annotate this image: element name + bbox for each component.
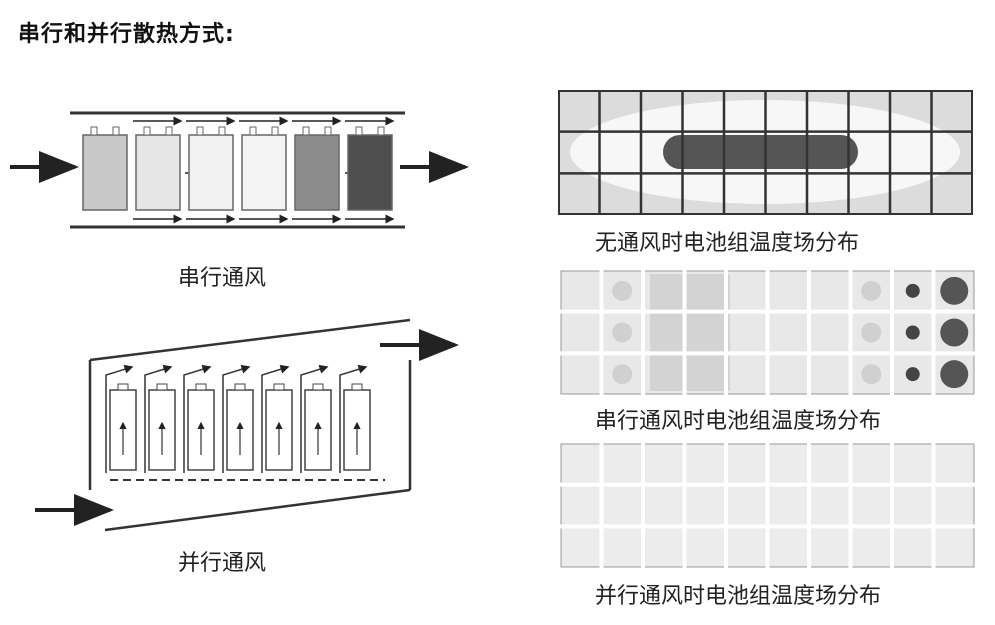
hot-spot <box>940 318 969 347</box>
series-ventilation-caption: 串行通风 <box>178 266 267 291</box>
airflow-path <box>339 364 368 473</box>
hot-spot <box>861 364 882 385</box>
cell-terminal <box>234 383 246 391</box>
page-title: 串行和并行散热方式: <box>18 22 235 47</box>
hot-spot <box>905 325 920 340</box>
battery-cell <box>188 134 234 211</box>
series-ventilation-diagram <box>10 111 469 229</box>
cell-terminal <box>90 126 98 136</box>
no-ventilation-temperature-field <box>558 90 973 215</box>
hot-spot <box>861 280 882 301</box>
airflow-path <box>183 364 212 473</box>
cell-terminal <box>218 126 226 136</box>
parallel-field-caption: 并行通风时电池组温度场分布 <box>595 584 882 609</box>
battery-cell <box>135 134 181 211</box>
cell-terminal <box>156 383 168 391</box>
series-ventilation-temperature-field <box>560 270 975 395</box>
cell-terminal <box>165 126 173 136</box>
battery-cell <box>347 134 393 211</box>
cell-terminal <box>351 383 363 391</box>
cell-terminal <box>112 126 120 136</box>
cell-terminal <box>249 126 257 136</box>
airflow-path <box>261 364 290 473</box>
parallel-ventilation-caption: 并行通风 <box>178 551 267 576</box>
hot-spot <box>612 280 633 301</box>
cell-terminal <box>324 126 332 136</box>
series-field-caption: 串行通风时电池组温度场分布 <box>595 409 882 434</box>
cell-terminal <box>196 126 204 136</box>
cell-terminal <box>355 126 363 136</box>
battery-cell <box>241 134 287 211</box>
cell-terminal <box>195 383 207 391</box>
parallel-ventilation-diagram <box>35 318 459 532</box>
parallel-ventilation-temperature-field <box>560 443 975 568</box>
hot-spot <box>612 322 633 343</box>
cell-terminal <box>271 126 279 136</box>
cell-terminal <box>273 383 285 391</box>
hot-spot <box>612 364 633 385</box>
cell-terminal <box>302 126 310 136</box>
no-ventilation-field-caption: 无通风时电池组温度场分布 <box>595 231 860 256</box>
airflow-path <box>105 364 134 473</box>
airflow-path <box>300 364 329 473</box>
hot-spot <box>905 283 920 298</box>
cell-terminal <box>312 383 324 391</box>
cell-terminal <box>377 126 385 136</box>
cell-terminal <box>117 383 129 391</box>
battery-cell <box>294 134 340 211</box>
cell-terminal <box>143 126 151 136</box>
hot-spot <box>940 360 969 389</box>
hot-spot <box>861 322 882 343</box>
hot-spot <box>940 276 969 305</box>
hot-spot <box>905 367 920 382</box>
battery-cell <box>82 134 128 211</box>
airflow-path <box>222 364 251 473</box>
airflow-path <box>144 364 173 473</box>
